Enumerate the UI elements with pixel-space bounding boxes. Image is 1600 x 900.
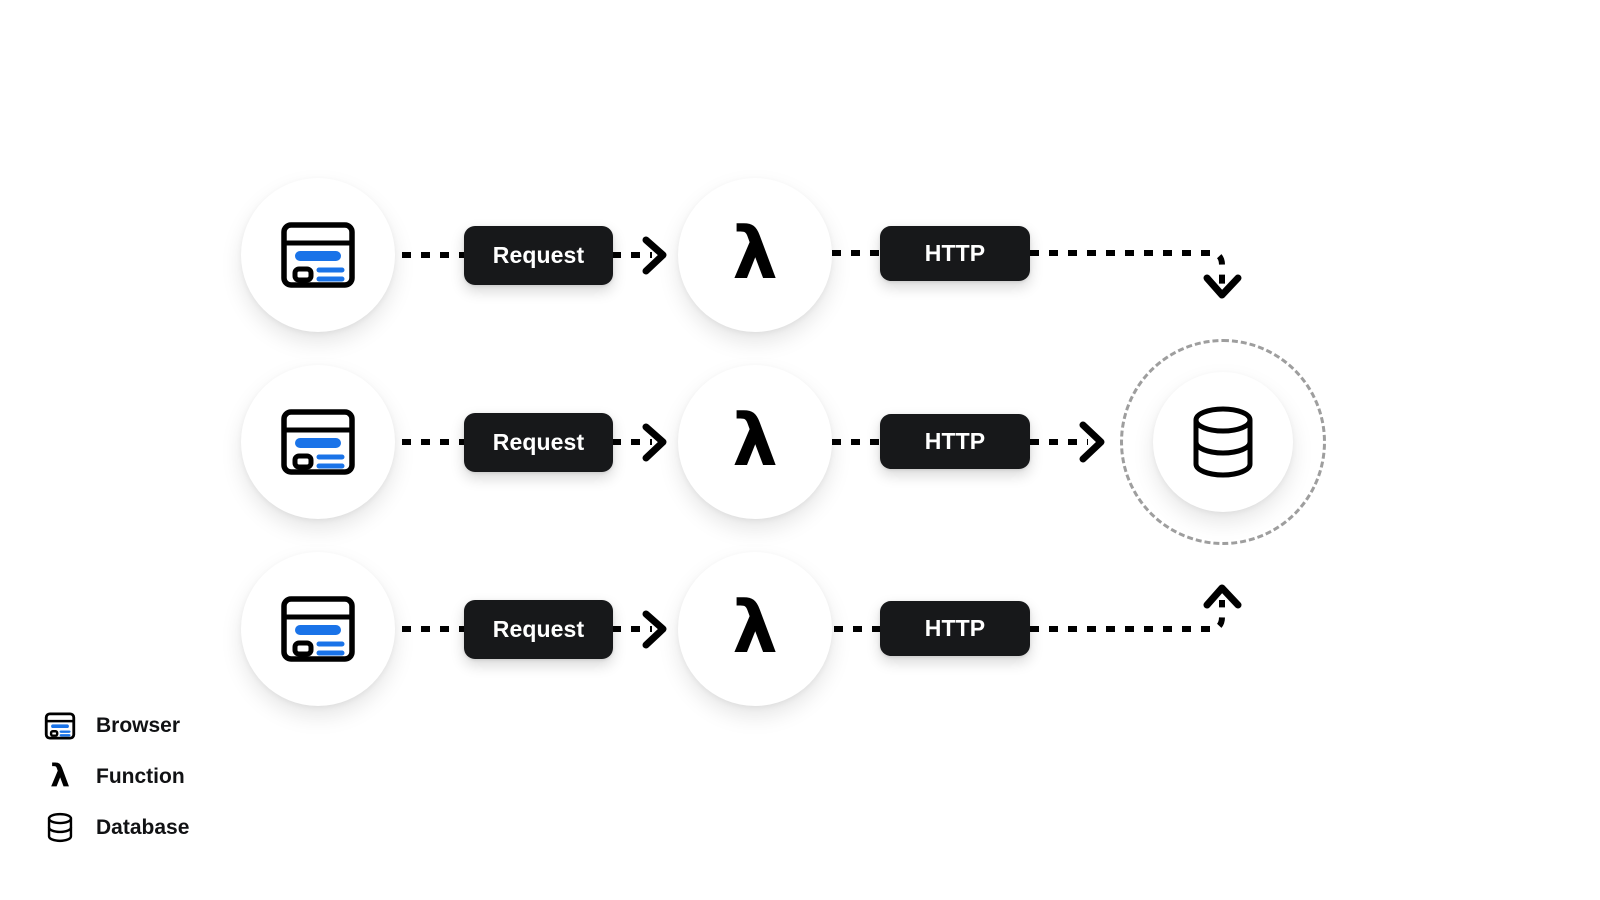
pill-http-top[interactable]: HTTP <box>880 226 1030 281</box>
database-node[interactable] <box>1153 372 1293 512</box>
arrowhead-down-top <box>1203 274 1242 299</box>
legend-item-browser: Browser <box>42 700 302 751</box>
pill-http-bottom[interactable]: HTTP <box>880 601 1030 656</box>
pill-http-top-label: HTTP <box>924 240 986 266</box>
browser-node-middle[interactable] <box>241 365 395 519</box>
arrowhead-right-database <box>1079 421 1105 463</box>
legend-label-browser: Browser <box>96 714 181 737</box>
browser-icon <box>281 222 355 288</box>
pill-request-top[interactable]: Request <box>464 226 613 285</box>
arrowhead-right-top <box>642 236 667 275</box>
arrowhead-right-middle <box>642 423 667 462</box>
pill-request-bottom-label: Request <box>492 616 585 642</box>
browser-icon <box>281 596 355 662</box>
connector-http-to-database-bottom <box>1030 600 1225 632</box>
function-node-bottom[interactable]: λ <box>678 552 832 706</box>
lambda-icon: λ <box>732 398 778 482</box>
arrowhead-right-bottom <box>642 610 667 649</box>
connector-http-to-database-top <box>1030 250 1225 284</box>
arrowhead-up-bottom <box>1203 584 1242 609</box>
pill-request-top-label: Request <box>492 242 585 268</box>
legend-item-function: λ Function <box>42 751 302 802</box>
pill-request-middle-label: Request <box>492 429 585 455</box>
lambda-icon: λ <box>50 758 70 794</box>
lambda-icon: λ <box>732 585 778 669</box>
pill-http-middle-label: HTTP <box>924 428 986 454</box>
browser-icon <box>42 708 78 744</box>
legend-label-function: Function <box>96 765 185 788</box>
database-icon <box>1193 406 1253 478</box>
database-icon <box>42 810 78 846</box>
legend-item-database: Database <box>42 802 302 853</box>
browser-node-bottom[interactable] <box>241 552 395 706</box>
pill-http-middle[interactable]: HTTP <box>880 414 1030 469</box>
function-node-top[interactable]: λ <box>678 178 832 332</box>
pill-request-bottom[interactable]: Request <box>464 600 613 659</box>
lambda-icon: λ <box>732 211 778 295</box>
pill-http-bottom-label: HTTP <box>924 615 986 641</box>
pill-request-middle[interactable]: Request <box>464 413 613 472</box>
browser-icon <box>281 409 355 475</box>
database-highlight-ring <box>1120 339 1326 545</box>
browser-node-top[interactable] <box>241 178 395 332</box>
legend: Browser λ Function Database <box>42 700 302 853</box>
legend-label-database: Database <box>96 816 190 839</box>
function-node-middle[interactable]: λ <box>678 365 832 519</box>
